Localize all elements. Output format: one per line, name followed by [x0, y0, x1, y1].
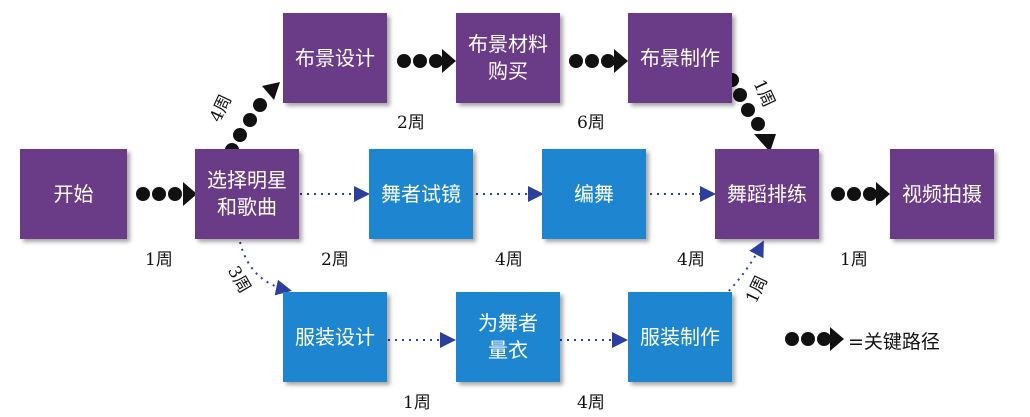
task-costume-build-label: 服装制作	[640, 324, 720, 349]
duration-rehearsal: 1周	[840, 250, 868, 270]
task-video-shoot: 视频拍摄	[890, 149, 994, 239]
task-dance-rehearsal-label: 舞蹈排练	[727, 181, 807, 206]
task-costume-design-label: 服装设计	[295, 324, 375, 349]
task-select-stars-label: 选择明星 和歌曲	[207, 168, 287, 219]
duration-select-to-costume: 3周	[223, 263, 255, 297]
task-select-stars: 选择明星 和歌曲	[195, 149, 299, 239]
task-set-materials: 布景材料 购买	[456, 13, 560, 103]
task-start: 开始	[20, 149, 127, 239]
task-start-label: 开始	[53, 181, 94, 206]
critical-select-to-setdesign	[225, 82, 280, 157]
duration-set-build-to-rehearsal: 1周	[749, 77, 780, 111]
arrow-select-to-costume	[239, 241, 292, 296]
task-set-materials-label: 布景材料 购买	[468, 32, 548, 83]
task-set-design-label: 布景设计	[295, 45, 375, 70]
legend-symbol	[785, 327, 844, 351]
duration-select-to-audition: 2周	[321, 250, 349, 270]
legend-text: =关键路径	[848, 331, 940, 353]
task-dance-rehearsal: 舞蹈排练	[715, 149, 819, 239]
task-choreography-label: 编舞	[574, 181, 614, 206]
task-set-build: 布景制作	[628, 13, 732, 103]
duration-choreography: 4周	[677, 250, 705, 270]
duration-dancer-costume: 4周	[577, 393, 605, 413]
duration-select-to-set: 4周	[205, 92, 236, 126]
critical-setdesign-to-materials	[397, 49, 456, 73]
duration-set-materials: 6周	[577, 113, 605, 133]
task-dancer-audition: 舞者试镜	[369, 149, 473, 239]
task-choreography: 编舞	[542, 149, 646, 239]
task-set-build-label: 布景制作	[640, 45, 720, 70]
task-set-design: 布景设计	[283, 13, 387, 103]
duration-costume-build-to-rehearsal: 1周	[741, 273, 772, 307]
task-costume-design: 服装设计	[283, 292, 387, 382]
critical-rehearsal-to-shoot	[831, 182, 890, 206]
duration-start: 1周	[145, 250, 173, 270]
duration-costume-design: 1周	[403, 393, 431, 413]
task-video-shoot-label: 视频拍摄	[902, 181, 982, 206]
critical-materials-to-build	[569, 49, 628, 73]
duration-audition: 4周	[495, 250, 523, 270]
task-costume-build: 服装制作	[628, 292, 732, 382]
critical-build-to-rehearsal	[725, 73, 776, 152]
duration-set-design: 2周	[397, 113, 425, 133]
task-dancer-costume: 为舞者 量衣	[456, 292, 560, 382]
task-dancer-costume-label: 为舞者 量衣	[478, 311, 538, 362]
critical-start-to-select	[136, 182, 197, 206]
task-dancer-audition-label: 舞者试镜	[381, 181, 461, 206]
